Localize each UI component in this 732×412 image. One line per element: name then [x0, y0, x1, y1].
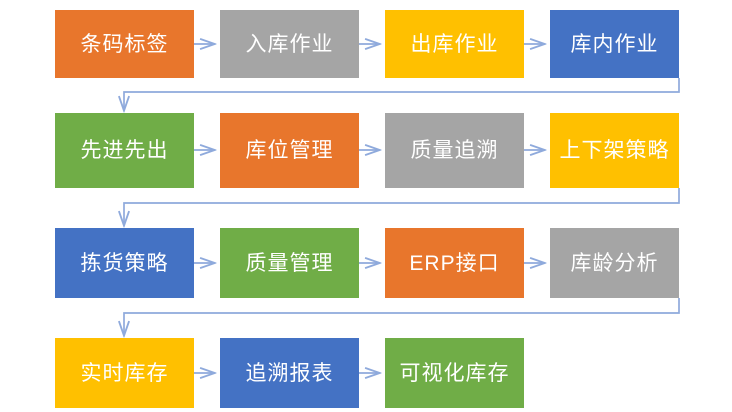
node-row1-col4[interactable]: 库内作业: [550, 10, 679, 78]
node-row4-col2[interactable]: 追溯报表: [220, 338, 359, 408]
node-row1-col1[interactable]: 条码标签: [55, 10, 194, 78]
node-label: 上下架策略: [559, 139, 670, 162]
node-label: 库龄分析: [570, 251, 659, 275]
node-row3-col2[interactable]: 质量管理: [220, 228, 359, 298]
node-label: 库内作业: [570, 32, 659, 56]
node-label: 质量追溯: [410, 139, 499, 162]
node-label: 先进先出: [80, 139, 169, 162]
node-row2-col4[interactable]: 上下架策略: [550, 113, 679, 188]
arrow-down-icon: [124, 188, 680, 225]
node-row2-col1[interactable]: 先进先出: [55, 113, 194, 188]
node-row2-col3[interactable]: 质量追溯: [385, 113, 524, 188]
arrow-down-icon: [124, 298, 680, 335]
node-row1-col3[interactable]: 出库作业: [385, 10, 524, 78]
node-row4-col3[interactable]: 可视化库存: [385, 338, 524, 408]
node-label: 实时库存: [80, 361, 169, 385]
node-label: 条码标签: [80, 32, 169, 56]
node-row3-col1[interactable]: 拣货策略: [55, 228, 194, 298]
arrow-down-icon: [124, 78, 680, 110]
node-row2-col2[interactable]: 库位管理: [220, 113, 359, 188]
node-label: ERP接口: [409, 251, 500, 275]
node-row3-col3[interactable]: ERP接口: [385, 228, 524, 298]
node-label: 可视化库存: [399, 361, 510, 385]
node-label: 库位管理: [245, 139, 334, 162]
node-label: 追溯报表: [245, 361, 334, 385]
node-label: 质量管理: [245, 251, 334, 275]
node-label: 拣货策略: [80, 251, 169, 275]
node-row1-col2[interactable]: 入库作业: [220, 10, 359, 78]
node-label: 出库作业: [410, 32, 499, 56]
node-row4-col1[interactable]: 实时库存: [55, 338, 194, 408]
node-label: 入库作业: [245, 32, 334, 56]
node-row3-col4[interactable]: 库龄分析: [550, 228, 679, 298]
